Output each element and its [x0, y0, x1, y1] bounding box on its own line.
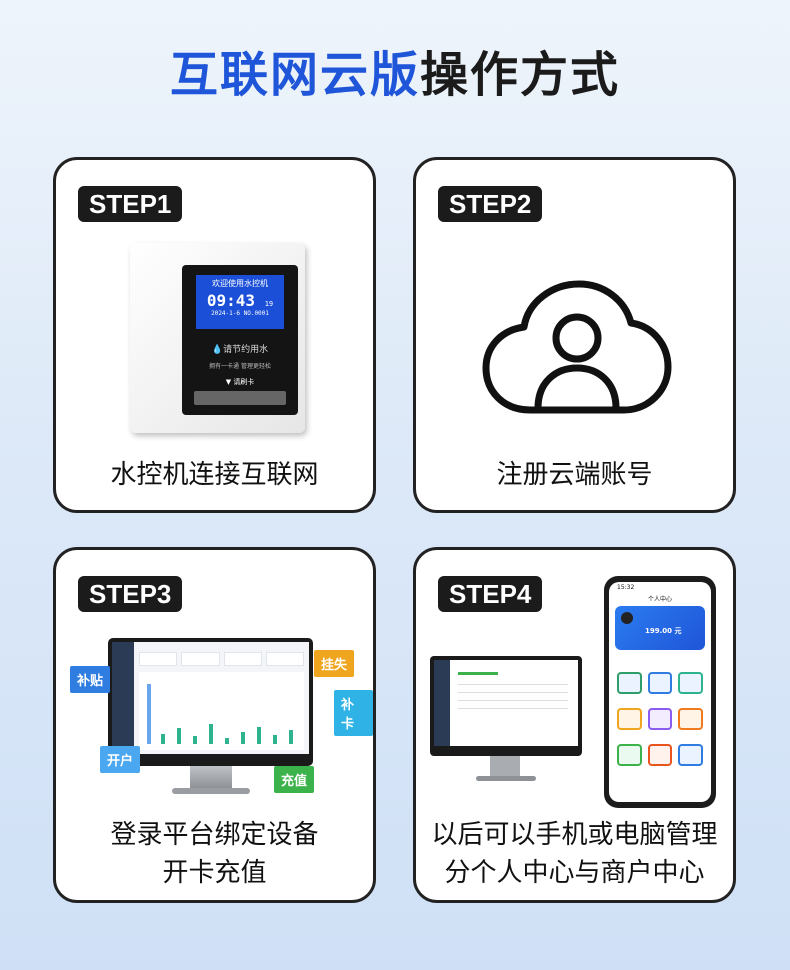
report-lost-tag: 挂失: [314, 650, 355, 677]
monitor-base: [172, 788, 250, 794]
title-rest: 操作方式: [420, 47, 621, 103]
step4-card: STEP4 15:32 个人中心 199.00 元: [413, 547, 736, 903]
open-account-tag: 开户: [100, 746, 141, 773]
reissue-card-tag: 补卡: [334, 690, 373, 736]
water-drop-icon: 💧: [211, 345, 224, 355]
device-panel: 欢迎使用水控机 09:43 19 2024-1-6 NO.0001 💧请节约用水…: [182, 265, 298, 415]
step3-badge: STEP3: [78, 576, 183, 612]
arrow-down-icon: ▼: [225, 378, 232, 386]
water-control-device: 欢迎使用水控机 09:43 19 2024-1-6 NO.0001 💧请节约用水…: [130, 243, 305, 433]
desktop-monitor: [430, 656, 582, 788]
monitor-stand: [190, 766, 232, 788]
card-slot: [194, 391, 286, 405]
phone-service-grid: [617, 672, 703, 766]
recharge-tag: 充值: [274, 766, 315, 793]
dashboard-bar-chart: [139, 672, 304, 750]
step3-caption: 登录平台绑定设备 开卡充值: [110, 820, 319, 888]
monitor-screen: [108, 638, 313, 766]
dashboard-stat-cards: [139, 652, 304, 666]
device-subtext: 拥有一卡通 管理更轻松: [209, 363, 271, 370]
step1-badge: STEP1: [78, 186, 183, 222]
monitor-illustration: [108, 638, 313, 808]
step1-card: STEP1 欢迎使用水控机 09:43 19 2024-1-6 NO.0001 …: [53, 157, 376, 513]
dashboard-sidebar: [112, 642, 134, 754]
screen-date: 2024-1-6 NO.0001: [211, 310, 269, 317]
phone-balance-card: 199.00 元: [615, 606, 705, 650]
device-screen: 欢迎使用水控机 09:43 19 2024-1-6 NO.0001: [196, 275, 284, 329]
screen-time: 09:43: [206, 291, 256, 310]
subsidy-tag: 补贴: [70, 666, 111, 693]
step2-badge: STEP2: [438, 186, 543, 222]
step1-caption: 水控机连接互联网: [110, 460, 319, 490]
title-highlight: 互联网云版: [169, 47, 420, 103]
step4-badge: STEP4: [438, 576, 543, 612]
device-slogan: 请节约用水: [223, 345, 269, 355]
phone-status-time: 15:32: [617, 584, 635, 591]
card-hint: 请刷卡: [233, 378, 255, 386]
smartphone: 15:32 个人中心 199.00 元: [604, 576, 716, 808]
screen-seconds: 19: [264, 300, 274, 308]
phone-balance: 199.00 元: [645, 627, 682, 635]
avatar: [621, 612, 633, 624]
step3-card: STEP3: [53, 547, 376, 903]
step2-caption: 注册云端账号: [496, 460, 653, 490]
screen-title: 欢迎使用水控机: [212, 279, 268, 288]
cloud-user-icon: [482, 280, 672, 414]
page-title: 互联网云版操作方式: [0, 40, 790, 110]
phone-header: 个人中心: [647, 596, 672, 603]
step4-caption: 以后可以手机或电脑管理 分个人中心与商户中心: [431, 820, 718, 888]
step2-card: STEP2 注册云端账号: [413, 157, 736, 513]
